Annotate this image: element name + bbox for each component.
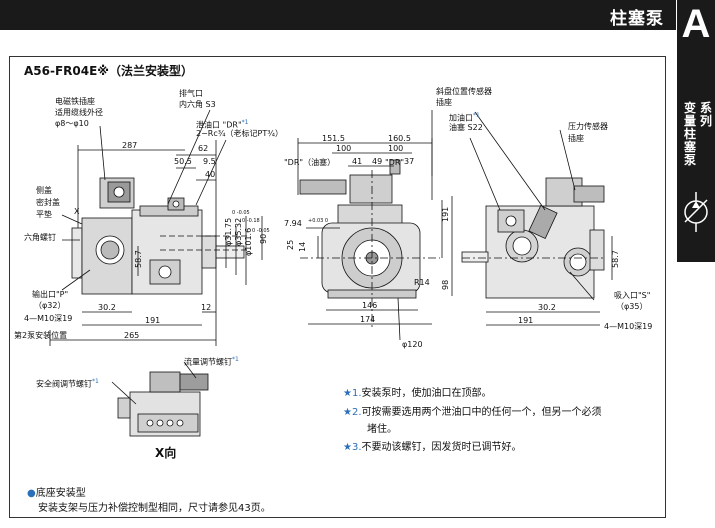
note-2-cont: 堵住。 bbox=[367, 424, 397, 435]
dim-12: 12 bbox=[201, 303, 211, 312]
side-view bbox=[71, 177, 250, 295]
label-side-cover: 侧盖 bbox=[36, 186, 52, 195]
label-inlet-dia: （φ35） bbox=[616, 302, 648, 311]
label-inlet-screw: 4—M10深19 bbox=[604, 322, 653, 331]
dim-key: 7.94 bbox=[284, 219, 302, 228]
label-drain: 泄油口 "DR"*1 bbox=[196, 119, 249, 130]
dim-58-7b: 58.7 bbox=[611, 250, 620, 268]
label-cable-od: 适用缆线外径 bbox=[55, 108, 103, 117]
footer-text: 安装支架与压力补偿控制型相同，尺寸请参见43页。 bbox=[38, 503, 271, 514]
dim-30-2: 30.2 bbox=[98, 303, 116, 312]
dim-151-5: 151.5 bbox=[322, 134, 345, 143]
page-title: 柱塞泵 bbox=[610, 9, 664, 29]
dim-160-5: 160.5 bbox=[388, 134, 411, 143]
label-solenoid-socket: 电磁铁插座 bbox=[55, 97, 95, 106]
dim-shaft2-tol: 0 -0.18 bbox=[242, 218, 260, 224]
dim-191a: 191 bbox=[145, 316, 160, 325]
x-view bbox=[117, 371, 209, 437]
dim-265: 265 bbox=[124, 331, 139, 340]
label-fill-plug: 油塞 S22 bbox=[449, 123, 483, 132]
rear-view bbox=[461, 177, 606, 299]
footer-bullet: ●底座安装型 bbox=[27, 488, 86, 499]
dim-191b: 191 bbox=[441, 207, 450, 222]
dim-191c: 191 bbox=[518, 316, 533, 325]
dim-120: φ120 bbox=[402, 340, 423, 349]
label-dr-right: "DR" bbox=[385, 158, 405, 167]
label-dr-left: "DR"（油塞） bbox=[284, 158, 336, 167]
dim-90: 90 bbox=[259, 234, 268, 244]
dim-41: 41 bbox=[352, 157, 362, 166]
dim-shaft1: φ31.75 bbox=[224, 218, 233, 246]
header-bar: 柱塞泵 bbox=[0, 0, 676, 30]
dim-25: 25 bbox=[286, 240, 295, 250]
side-tab-category: 变量柱塞泵 bbox=[683, 101, 696, 167]
label-pressure-socket: 插座 bbox=[568, 134, 584, 143]
label-fill-port: 加油口*1 bbox=[449, 112, 480, 123]
dim-37: 37 bbox=[404, 157, 414, 166]
dim-shaft3-tol: 0 -0.05 bbox=[252, 228, 270, 234]
dim-shaft1-tol: 0 -0.05 bbox=[232, 210, 250, 216]
label-vent-hex: 内六角 S3 bbox=[179, 100, 216, 109]
dim-98: 98 bbox=[441, 280, 450, 290]
dim-58-7: 58.7 bbox=[134, 250, 143, 268]
note-1: ★1.安装泵时，使加油口在顶部。 bbox=[343, 388, 492, 399]
label-washer: 平垫 bbox=[36, 210, 52, 219]
label-safety-screw: 安全阀调节螺钉*1 bbox=[36, 378, 99, 389]
pump-symbol-icon bbox=[684, 192, 708, 232]
label-cable-od-range: φ8～φ10 bbox=[55, 119, 89, 128]
label-seal-cover: 密封盖 bbox=[36, 198, 60, 207]
dim-9-5: 9.5 bbox=[203, 157, 216, 166]
dim-shaft2: φ35.32 bbox=[234, 218, 243, 246]
label-drain-thread: 2−Rc¾（老标记PT¾） bbox=[196, 129, 283, 138]
dim-100b: 100 bbox=[388, 144, 403, 153]
label-pos2: 第2泵安装位置 bbox=[14, 331, 68, 340]
side-tab-series: 系列 bbox=[699, 101, 712, 128]
label-outlet: 输出口"P" bbox=[32, 290, 69, 299]
label-pressure-sensor: 压力传感器 bbox=[568, 122, 608, 131]
dim-40: 40 bbox=[205, 170, 215, 179]
note-3: ★3.不要动该螺钉，因发货时已调节好。 bbox=[343, 442, 522, 453]
dim-174: 174 bbox=[360, 315, 375, 324]
dim-r14: R14 bbox=[414, 278, 430, 287]
label-outlet-screw: 4—M10深19 bbox=[24, 314, 73, 323]
label-sensor-socket: 插座 bbox=[436, 98, 452, 107]
model-title: A56-FR04E※（法兰安装型） bbox=[24, 64, 193, 78]
label-hex-bolt: 六角螺钉 bbox=[24, 233, 56, 242]
dim-146: 146 bbox=[362, 301, 377, 310]
label-outlet-dia: （φ32） bbox=[34, 301, 66, 310]
dim-30-2b: 30.2 bbox=[538, 303, 556, 312]
label-swash-sensor: 斜盘位置传感器 bbox=[436, 87, 492, 96]
dim-287: 287 bbox=[122, 141, 137, 150]
side-tab-letter: A bbox=[681, 2, 711, 46]
label-flow-screw: 流量调节螺钉*1 bbox=[184, 356, 239, 367]
dim-49: 49 bbox=[372, 157, 382, 166]
label-vent: 排气口 bbox=[179, 89, 203, 98]
label-x-mark: X bbox=[74, 207, 80, 216]
label-inlet: 吸入口"S" bbox=[614, 291, 651, 300]
dim-14: 14 bbox=[298, 242, 307, 252]
x-view-title: X向 bbox=[155, 446, 177, 460]
dim-key-tol: +0.03 0 bbox=[308, 218, 328, 224]
drawing-frame bbox=[9, 56, 666, 518]
side-tab[interactable]: A 系列 变量柱塞泵 bbox=[677, 0, 715, 262]
note-2: ★2.可按需要选用两个泄油口中的任何一个，但另一个必须 bbox=[343, 407, 602, 418]
dim-50-5: 50.5 bbox=[174, 157, 192, 166]
dim-62: 62 bbox=[198, 144, 208, 153]
dim-100a: 100 bbox=[336, 144, 351, 153]
front-view bbox=[299, 159, 440, 330]
dim-shaft3: φ101.6 bbox=[244, 228, 253, 256]
